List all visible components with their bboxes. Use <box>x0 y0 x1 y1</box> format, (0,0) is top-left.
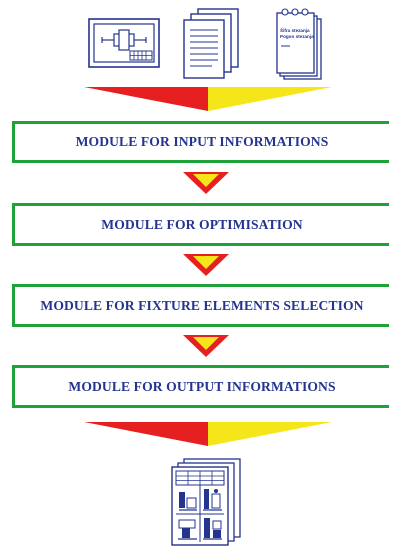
module-optimisation: MODULE FOR OPTIMISATION <box>12 203 389 246</box>
module-output-informations-label: MODULE FOR OUTPUT INFORMATIONS <box>68 378 336 394</box>
down-arrow-3 <box>181 333 231 359</box>
down-arrow-2 <box>181 252 231 278</box>
down-arrow-1 <box>181 170 231 196</box>
notepad-line-1: Šifra stezanja <box>280 28 310 33</box>
bottom-funnel <box>84 422 332 446</box>
module-input-informations-label: MODULE FOR INPUT INFORMATIONS <box>75 134 329 149</box>
module-input-informations: MODULE FOR INPUT INFORMATIONS <box>12 121 389 163</box>
output-drawings-icon <box>170 458 242 546</box>
notepad-line-2: Pogon stezanja <box>280 34 314 39</box>
module-optimisation-label: MODULE FOR OPTIMISATION <box>101 216 303 232</box>
module-fixture-elements-selection-label: MODULE FOR FIXTURE ELEMENTS SELECTION <box>40 297 364 313</box>
module-output-informations: MODULE FOR OUTPUT INFORMATIONS <box>12 365 389 408</box>
document-stack-icon <box>182 8 240 80</box>
notepad-card-icon: Šifra stezanja Pogon stezanja <box>276 6 322 80</box>
drawing-window-icon <box>88 18 160 68</box>
module-fixture-elements-selection: MODULE FOR FIXTURE ELEMENTS SELECTION <box>12 284 389 327</box>
top-funnel <box>84 87 332 111</box>
